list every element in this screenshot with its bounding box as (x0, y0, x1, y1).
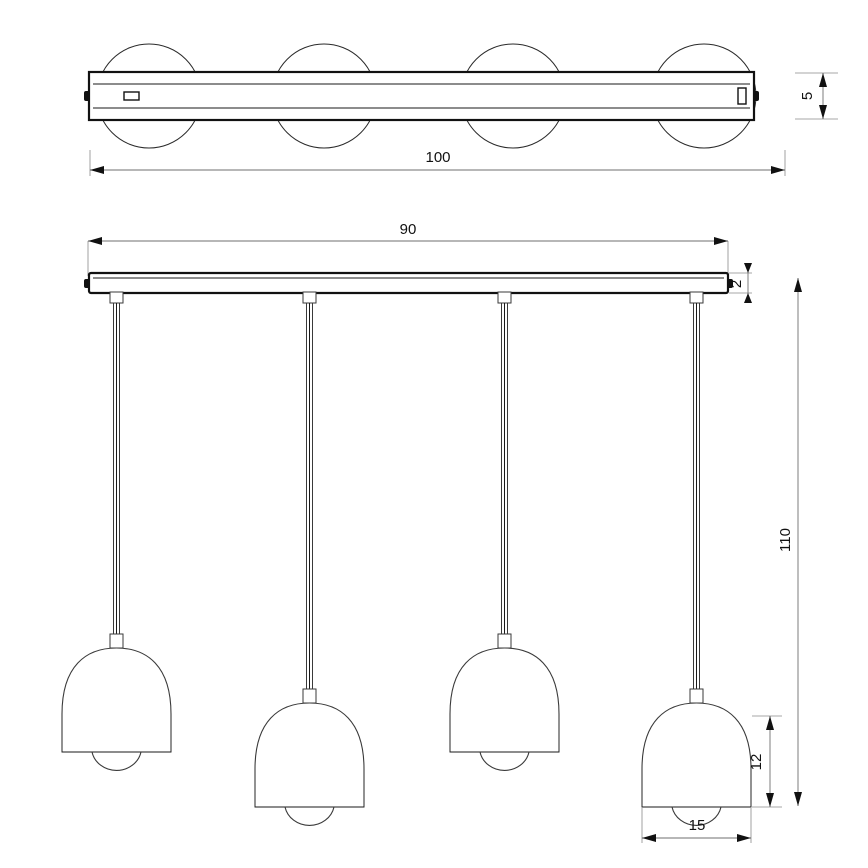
lamp-3 (449, 291, 560, 771)
dimension-110-total-height: 110 (777, 278, 802, 806)
lamp-2-bulb (284, 806, 335, 826)
front-view: 90 (61, 221, 802, 843)
lamp-1-shade-collar (109, 633, 124, 649)
lamp-3-top-connector (497, 291, 512, 304)
lamp-1-shade (61, 647, 172, 753)
dim-5-label: 5 (799, 92, 816, 100)
dim-12-label: 12 (748, 754, 765, 771)
top-view-bar-body (87, 70, 756, 122)
lamp-3-shade-collar (497, 633, 512, 649)
lamp-1-bulb (91, 751, 142, 771)
dim-5-arrow-top (819, 73, 827, 87)
dim-12-arrow-bottom (766, 793, 774, 807)
dimension-15-shade-width: 15 (641, 808, 752, 843)
dim-2-arrow-bottom (744, 293, 752, 303)
lamp-2 (254, 291, 365, 826)
front-view-bar-body (87, 271, 730, 295)
lamp-4 (641, 291, 752, 826)
dim-2-arrow-top (744, 263, 752, 273)
dimension-100-overall-width: 100 (89, 149, 786, 176)
lamp-4-shade (641, 702, 752, 808)
dim-15-arrow-left (642, 834, 656, 842)
dim-110-arrow-top (794, 278, 802, 292)
lamp-4-bulb (671, 806, 722, 826)
lamp-4-shade-collar (689, 688, 704, 704)
lamp-2-shade (254, 702, 365, 808)
top-view-left-connector-detail (123, 91, 140, 101)
lamp-4-top-connector (689, 291, 704, 304)
dim-12-arrow-top (766, 716, 774, 730)
dim-110-label: 110 (777, 528, 794, 552)
lamp-1-top-connector (109, 291, 124, 304)
dim-15-arrow-right (737, 834, 751, 842)
lamp-1 (61, 291, 172, 771)
dimension-12-shade-height: 12 (748, 715, 782, 808)
dim-110-arrow-bottom (794, 792, 802, 806)
dim-100-arrow-left (90, 166, 104, 174)
lamp-2-shade-collar (302, 688, 317, 704)
dimension-5-bar-depth: 5 (795, 72, 838, 120)
dim-90-label: 90 (400, 221, 417, 238)
dim-2-label: 2 (728, 280, 745, 288)
top-view: 100 5 (84, 43, 838, 176)
dim-90-arrow-right (714, 237, 728, 245)
dim-100-label: 100 (425, 149, 450, 166)
dim-90-arrow-left (88, 237, 102, 245)
dim-5-arrow-bottom (819, 105, 827, 119)
dimension-90-bar-width: 90 (87, 221, 729, 276)
lamp-3-shade (449, 647, 560, 753)
lamp-2-top-connector (302, 291, 317, 304)
top-view-right-connector-detail (737, 87, 747, 105)
dimension-2-bar-thickness: 2 (728, 263, 752, 303)
dim-100-arrow-right (771, 166, 785, 174)
lamp-3-bulb (479, 751, 530, 771)
dim-15-label: 15 (689, 817, 706, 834)
